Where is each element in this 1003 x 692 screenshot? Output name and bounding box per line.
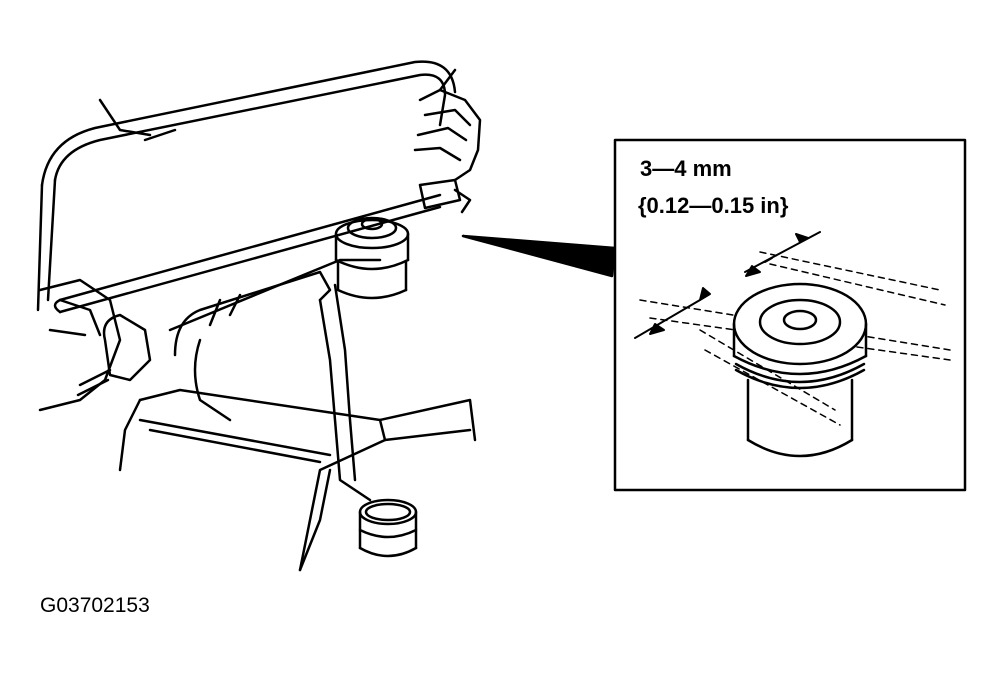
bushing-detail: [732, 282, 868, 458]
upper-bushing: [334, 216, 410, 300]
dimension-arrows: [634, 231, 821, 339]
control-arm: [168, 258, 382, 502]
dimension-imperial-label: {0.12—0.15 in}: [638, 193, 789, 218]
vehicle-frame-block: [118, 388, 477, 572]
hand-left: [38, 278, 122, 412]
callout-pointer: [461, 234, 617, 278]
arm-upper: [98, 98, 177, 142]
figure-id-label: G03702153: [40, 594, 150, 617]
dimension-metric-label: 3—4 mm: [640, 156, 732, 181]
hand-upper-right: [413, 68, 482, 182]
lower-bushing: [358, 498, 418, 558]
hacksaw: [36, 60, 472, 397]
